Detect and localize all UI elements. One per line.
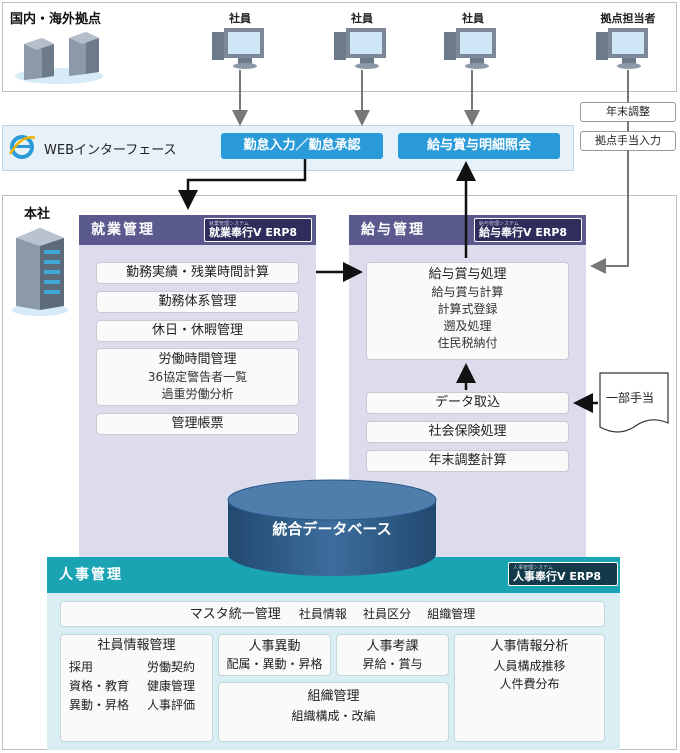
payroll-logo: 給与管理システム 給与奉行V ERP8 xyxy=(474,218,582,242)
payroll-processing-box[interactable]: 給与賞与処理 給与賞与計算 計算式登録 遡及処理 住民税納付 xyxy=(366,262,569,360)
employee-info-left-0: 採用 xyxy=(69,660,94,674)
employee-label-1: 社員 xyxy=(229,12,251,25)
monitor-icon xyxy=(212,26,268,70)
employee-label-3: 社員 xyxy=(462,12,484,25)
employee-info-left-2: 異動・昇格 xyxy=(69,698,130,712)
employee-info-right-0: 労働契約 xyxy=(147,660,196,674)
work-item-management-reports[interactable]: 管理帳票 xyxy=(96,413,299,435)
hr-logo: 人事管理システム 人事奉行V ERP8 xyxy=(508,562,618,586)
master-item-employee-info: 社員情報 xyxy=(298,607,347,621)
hr-info-analysis[interactable]: 人事情報分析 人員構成推移 人件費分布 xyxy=(454,634,605,742)
attendance-input-approval-button[interactable]: 勤怠入力／勤怠承認 xyxy=(221,133,383,159)
personnel-transfer[interactable]: 人事異動 配属・異動・昇格 xyxy=(218,634,331,676)
branch-staff-label: 拠点担当者 xyxy=(600,12,656,25)
employee-label-2: 社員 xyxy=(351,12,373,25)
domestic-overseas-label: 国内・海外拠点 xyxy=(10,12,102,27)
year-end-adjustment-label: 年末調整 xyxy=(580,102,676,122)
analysis-line-0: 人員構成推移 xyxy=(493,659,566,673)
analysis-title: 人事情報分析 xyxy=(490,639,569,654)
master-item-employee-class: 社員区分 xyxy=(363,607,412,621)
payroll-item-year-end-calc[interactable]: 年末調整計算 xyxy=(366,450,569,472)
hr-logo-sub: 人事管理システム xyxy=(513,565,553,571)
payroll-logo-sub: 給与管理システム xyxy=(479,221,519,227)
work-management-logo: 就業管理システム 就業奉行V ERP8 xyxy=(204,218,312,242)
employee-info-left-1: 資格・教育 xyxy=(69,679,130,693)
monitor-icon xyxy=(334,26,390,70)
branch-allowance-input-label: 拠点手当入力 xyxy=(580,131,676,151)
personnel-evaluation[interactable]: 人事考課 昇給・賞与 xyxy=(336,634,449,676)
integrated-database-label: 統合データベース xyxy=(272,520,392,538)
work-management-logo-text: 就業奉行V ERP8 xyxy=(209,226,298,239)
headquarters-building-icon xyxy=(10,222,70,317)
evaluation-title: 人事考課 xyxy=(366,639,419,654)
organization-title: 組織管理 xyxy=(307,689,360,704)
hr-logo-text: 人事奉行V ERP8 xyxy=(513,570,602,583)
payroll-item-social-insurance[interactable]: 社会保険処理 xyxy=(366,421,569,443)
employee-info-right-1: 健康管理 xyxy=(147,679,196,693)
transfer-title: 人事異動 xyxy=(248,639,301,654)
branch-buildings-icon xyxy=(14,30,114,85)
ie-logo-icon xyxy=(8,132,36,160)
web-interface-label: WEBインターフェース xyxy=(44,143,177,158)
evaluation-sub: 昇給・賞与 xyxy=(362,657,423,671)
work-management-logo-sub: 就業管理システム xyxy=(209,221,249,227)
headquarters-label: 本社 xyxy=(24,207,51,222)
organization-management[interactable]: 組織管理 組織構成・改編 xyxy=(218,682,449,742)
payslip-inquiry-button[interactable]: 給与賞与明細照会 xyxy=(398,133,560,159)
integrated-database xyxy=(226,478,438,578)
monitor-icon xyxy=(596,26,652,70)
transfer-sub: 配属・異動・昇格 xyxy=(226,657,323,671)
payroll-item-data-import[interactable]: データ取込 xyxy=(366,392,569,414)
analysis-line-1: 人件費分布 xyxy=(499,677,560,691)
employee-info-title: 社員情報管理 xyxy=(97,638,176,653)
payroll-logo-text: 給与奉行V ERP8 xyxy=(479,226,568,239)
document-icon xyxy=(598,371,670,435)
employee-info-management[interactable]: 社員情報管理 採用 資格・教育 異動・昇格 労働契約 健康管理 人事評価 xyxy=(60,634,213,742)
work-item-shift-system[interactable]: 勤務体系管理 xyxy=(96,291,299,313)
monitor-icon xyxy=(444,26,500,70)
work-item-actuals-overtime[interactable]: 勤務実績・残業時間計算 xyxy=(96,262,299,284)
master-item-org-management: 組織管理 xyxy=(427,607,476,621)
master-unified-management[interactable]: マスタ統一管理 社員情報 社員区分 組織管理 xyxy=(60,601,605,627)
work-item-working-hours[interactable]: 労働時間管理 36協定警告者一覧 過重労働分析 xyxy=(96,348,299,406)
partial-allowance-label: 一部手当 xyxy=(606,391,655,405)
master-title: マスタ統一管理 xyxy=(189,607,281,622)
work-item-holiday-leave[interactable]: 休日・休暇管理 xyxy=(96,320,299,342)
organization-sub: 組織構成・改編 xyxy=(291,709,376,723)
employee-info-right-2: 人事評価 xyxy=(147,698,196,712)
